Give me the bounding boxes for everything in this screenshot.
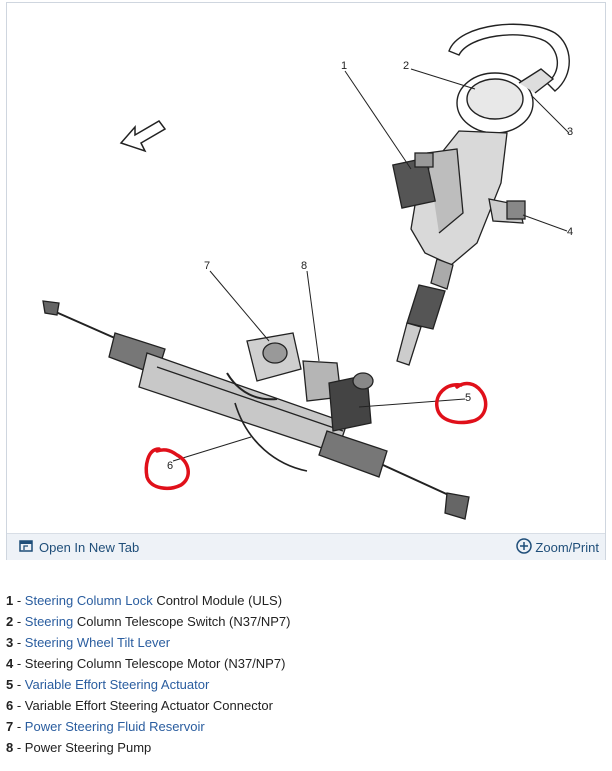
legend-sep: - bbox=[13, 635, 25, 650]
legend-link[interactable]: Steering Wheel Tilt Lever bbox=[24, 635, 171, 650]
legend-item: 3 - Steering Wheel Tilt Lever bbox=[6, 632, 606, 653]
callout-labels: 1 2 3 4 5 6 7 8 bbox=[167, 60, 573, 472]
legend-link[interactable]: Steering bbox=[24, 614, 74, 629]
legend-text: Power Steering Pump bbox=[24, 740, 152, 755]
legend-sep: - bbox=[13, 614, 25, 629]
legend-link[interactable]: Power Steering Fluid Reservoir bbox=[24, 719, 205, 734]
callout-3: 3 bbox=[567, 126, 573, 138]
legend-number: 3 bbox=[6, 635, 14, 650]
legend-item: 1 - Steering Column Lock Control Module … bbox=[6, 590, 606, 611]
legend-item: 6 - Variable Effort Steering Actuator Co… bbox=[6, 695, 606, 716]
pump-assembly bbox=[226, 332, 374, 432]
zoom-plus-icon bbox=[516, 538, 533, 557]
callout-6: 6 bbox=[167, 460, 173, 472]
zoom-print-button[interactable]: Zoom/Print bbox=[516, 538, 599, 557]
direction-arrow-icon bbox=[119, 120, 167, 153]
callout-2: 2 bbox=[403, 60, 409, 72]
legend-sep: - bbox=[13, 677, 25, 692]
legend-item: 2 - Steering Column Telescope Switch (N3… bbox=[6, 611, 606, 632]
steering-rack bbox=[42, 300, 470, 520]
legend-item: 7 - Power Steering Fluid Reservoir bbox=[6, 716, 606, 737]
legend-sep: - bbox=[13, 719, 25, 734]
callout-4: 4 bbox=[567, 226, 573, 238]
callout-7: 7 bbox=[204, 260, 210, 272]
legend-number: 4 bbox=[6, 656, 14, 671]
legend-sep: - bbox=[13, 698, 25, 713]
legend-number: 8 bbox=[6, 740, 14, 755]
leader-lines bbox=[172, 68, 570, 462]
open-new-tab-icon bbox=[19, 539, 33, 556]
figure-toolbar: Open In New Tab Zoom/Print bbox=[7, 533, 605, 560]
legend-sep: - bbox=[13, 593, 25, 608]
open-in-new-tab-button[interactable]: Open In New Tab bbox=[19, 539, 139, 556]
legend-text: Control Module (ULS) bbox=[152, 593, 283, 608]
steering-column bbox=[392, 130, 526, 366]
callout-5: 5 bbox=[465, 392, 471, 404]
legend-item: 5 - Variable Effort Steering Actuator bbox=[6, 674, 606, 695]
callout-8: 8 bbox=[301, 260, 307, 272]
legend-text: Variable Effort Steering Actuator Connec… bbox=[24, 698, 273, 713]
legend-item: 4 - Steering Column Telescope Motor (N37… bbox=[6, 653, 606, 674]
open-in-new-tab-label: Open In New Tab bbox=[39, 540, 140, 555]
legend-number: 7 bbox=[6, 719, 14, 734]
legend-number: 5 bbox=[6, 677, 14, 692]
legend-sep: - bbox=[13, 740, 25, 755]
legend-number: 1 bbox=[6, 593, 14, 608]
legend-number: 6 bbox=[6, 698, 14, 713]
steering-system-diagram: 1 2 3 4 5 6 7 8 bbox=[42, 23, 573, 520]
legend-link[interactable]: Steering Column Lock bbox=[24, 593, 153, 608]
steering-wheel bbox=[448, 23, 570, 134]
legend-sep: - bbox=[13, 656, 25, 671]
legend-text: Steering Column Telescope Motor (N37/NP7… bbox=[24, 656, 286, 671]
figure-frame: 1 2 3 4 5 6 7 8 Open In New Tab Zoom/Pri… bbox=[6, 2, 606, 560]
legend-link[interactable]: Variable Effort Steering Actuator bbox=[24, 677, 210, 692]
parts-legend: 1 - Steering Column Lock Control Module … bbox=[6, 590, 606, 758]
zoom-print-label: Zoom/Print bbox=[535, 540, 599, 555]
legend-item: 8 - Power Steering Pump bbox=[6, 737, 606, 758]
highlight-marks bbox=[144, 381, 488, 491]
callout-1: 1 bbox=[341, 60, 347, 72]
legend-number: 2 bbox=[6, 614, 14, 629]
legend-text: Column Telescope Switch (N37/NP7) bbox=[73, 614, 291, 629]
